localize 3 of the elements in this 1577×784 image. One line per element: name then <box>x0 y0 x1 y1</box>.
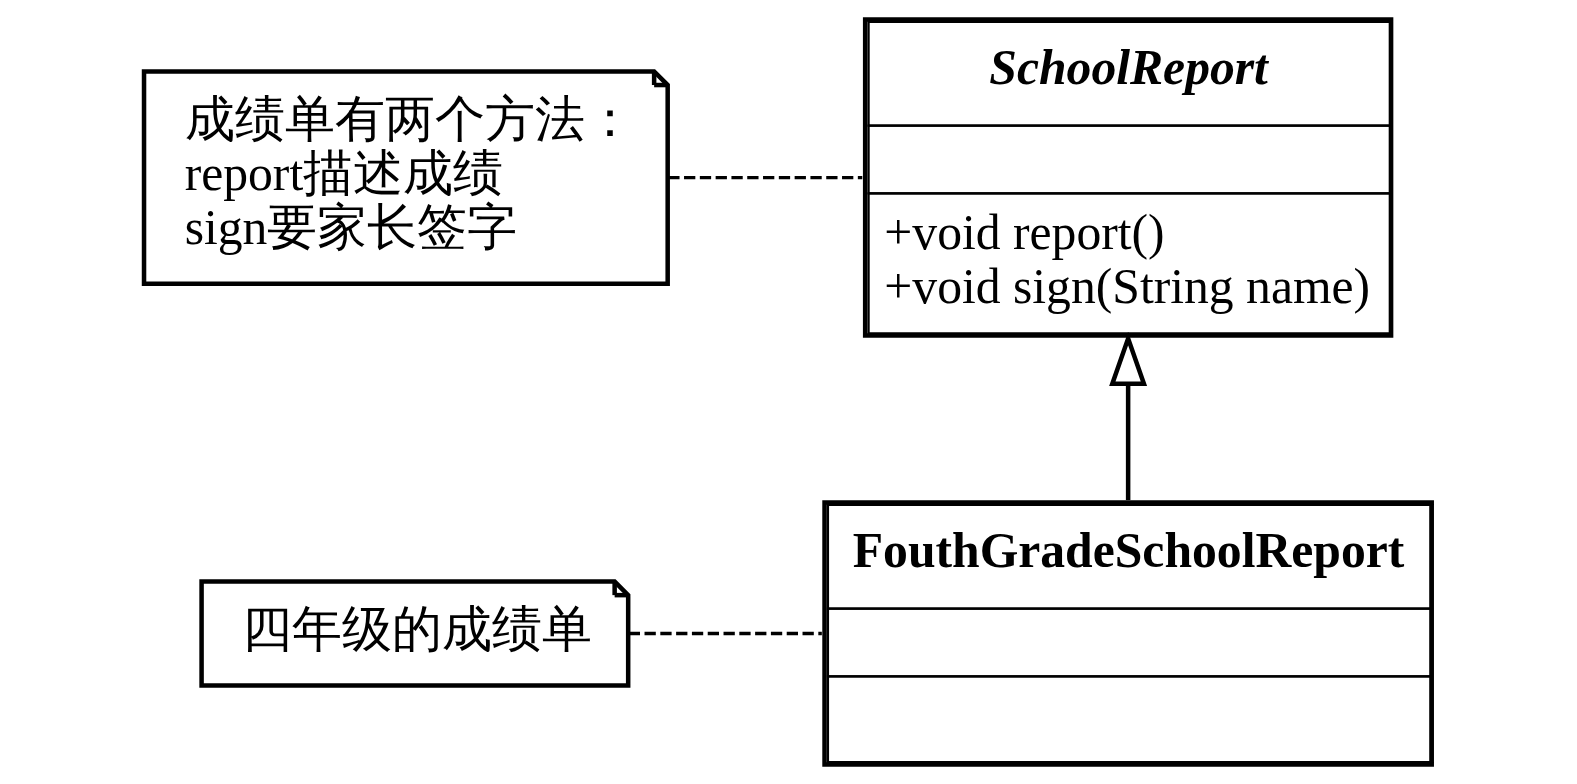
connector <box>628 631 822 636</box>
connector <box>667 175 862 180</box>
arrow <box>1108 331 1147 501</box>
